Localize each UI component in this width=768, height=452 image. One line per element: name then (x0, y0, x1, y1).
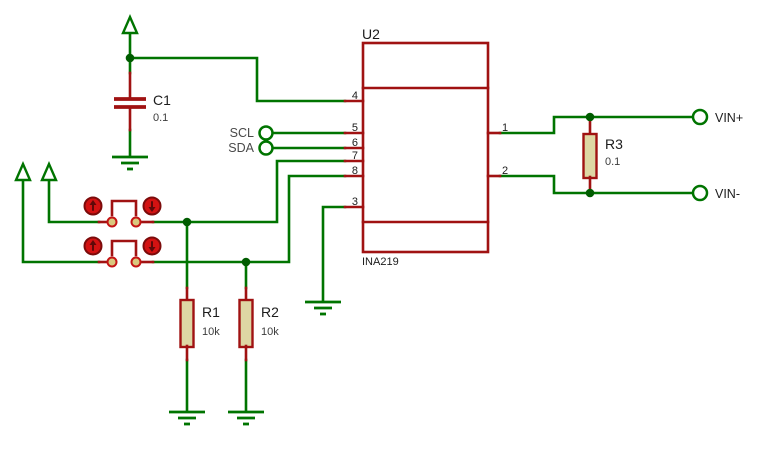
junction-dots (125, 53, 595, 267)
u2-pin1-number: 1 (502, 122, 508, 134)
resistor-r1: R1 10k (179, 286, 220, 362)
wire-pin2-vinminus (498, 174, 694, 195)
u2-pin2-number: 2 (502, 165, 508, 177)
r1-value-label: 10k (202, 326, 220, 338)
u2-pin7-number: 7 (352, 150, 358, 162)
ground-icon (305, 300, 341, 316)
sda-label: SDA (228, 141, 254, 155)
power-flag-icon (121, 14, 139, 35)
c1-value-label: 0.1 (153, 112, 168, 124)
u2-part-label: INA219 (362, 256, 399, 268)
sw1-contact (130, 216, 142, 228)
wire-sw2-to-pin8 (151, 174, 347, 264)
sw1-up-button[interactable] (83, 196, 103, 216)
c1-ref-label: C1 (153, 92, 171, 108)
wire-pin1-vinplus (498, 115, 694, 135)
wire-pin3-gnd (321, 205, 347, 303)
sw2-up-button[interactable] (83, 236, 103, 256)
junction-dot (585, 188, 595, 198)
sw2-contact (130, 256, 142, 268)
switch-sw1 (83, 196, 162, 228)
ic-u2: U2 INA219 4 5 6 7 8 3 1 2 (343, 26, 508, 268)
wire-sw1-to-pin7 (151, 159, 347, 224)
terminal-scl: SCL (230, 125, 274, 141)
junction-dot (182, 217, 192, 227)
vin-minus-terminal-icon (691, 184, 709, 202)
r1-ref-label: R1 (202, 304, 220, 320)
u2-ref-label: U2 (362, 26, 380, 42)
switch-sw2 (83, 236, 162, 268)
r3-ref-label: R3 (605, 136, 623, 152)
power-flag-icon (40, 161, 58, 182)
u2-pin5-number: 5 (352, 122, 358, 134)
r3-value-label: 0.1 (605, 156, 620, 168)
terminal-vin-plus: VIN+ (691, 108, 743, 126)
capacitor-c1: C1 0.1 (114, 71, 171, 132)
ground-icon (228, 410, 264, 426)
vin-plus-terminal-icon (691, 108, 709, 126)
sda-terminal-icon (258, 140, 274, 156)
resistor-r2: R2 10k (238, 286, 279, 362)
u2-pin3-number: 3 (352, 196, 358, 208)
r2-value-label: 10k (261, 326, 279, 338)
scl-label: SCL (230, 126, 254, 140)
wire-pwr1-to-sw2 (21, 178, 101, 264)
vin-minus-label: VIN- (715, 187, 740, 201)
wire-vcc-to-pin4 (128, 56, 347, 103)
wire-pwr2-to-sw1 (47, 178, 101, 224)
u2-pin6-number: 6 (352, 137, 358, 149)
junction-dot (241, 257, 251, 267)
sw1-contact (106, 216, 118, 228)
sw1-down-button[interactable] (142, 196, 162, 216)
scl-terminal-icon (258, 125, 274, 141)
u2-pin4-number: 4 (352, 90, 358, 102)
junction-dot (585, 112, 595, 122)
sw2-contact (106, 256, 118, 268)
resistor-r3: R3 0.1 (582, 115, 623, 195)
terminal-vin-minus: VIN- (691, 184, 740, 202)
ground-icon (169, 410, 205, 426)
ground-icon (112, 155, 148, 171)
u2-pin8-number: 8 (352, 165, 358, 177)
power-flag-icon (14, 161, 32, 182)
sw2-down-button[interactable] (142, 236, 162, 256)
r2-ref-label: R2 (261, 304, 279, 320)
vin-plus-label: VIN+ (715, 111, 743, 125)
wires (21, 31, 694, 413)
terminal-sda: SDA (228, 140, 274, 156)
junction-dot (125, 53, 135, 63)
